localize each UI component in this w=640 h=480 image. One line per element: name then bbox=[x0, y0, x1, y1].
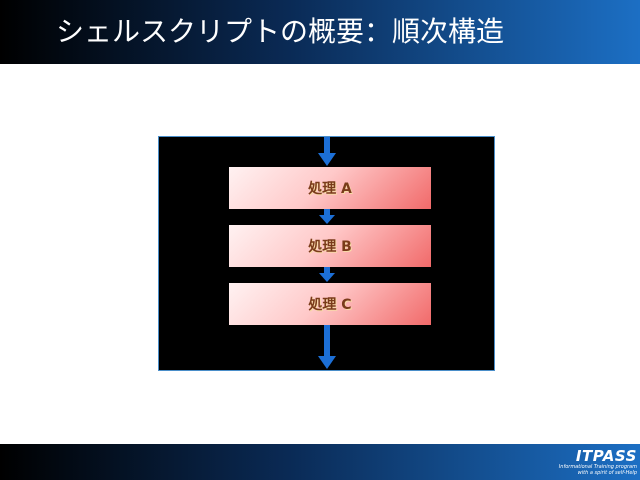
arrow-down-icon bbox=[319, 209, 335, 224]
process-step-label: 処理 C bbox=[308, 297, 352, 313]
process-step-label: 処理 B bbox=[308, 239, 352, 255]
process-step-b: 処理 B bbox=[229, 225, 431, 267]
slide-title: シェルスクリプトの概要：順次構造 bbox=[56, 15, 505, 48]
arrow-down-icon bbox=[318, 325, 336, 369]
arrow-down-icon bbox=[318, 137, 336, 166]
itpass-logo: ITPASS Informational Training program wi… bbox=[559, 448, 637, 476]
brand-tagline-1: Informational Training program bbox=[558, 464, 637, 470]
footer-bar bbox=[0, 444, 640, 480]
header-bar bbox=[0, 0, 640, 64]
flow-diagram: 処理 A 処理 B 処理 C bbox=[158, 136, 495, 371]
arrow-down-icon bbox=[319, 267, 335, 282]
process-step-c: 処理 C bbox=[229, 283, 431, 325]
brand-name: ITPASS bbox=[575, 447, 637, 465]
process-step-a: 処理 A bbox=[229, 167, 431, 209]
brand-tagline-2: with a spirit of self-Help bbox=[577, 470, 637, 476]
process-step-label: 処理 A bbox=[308, 181, 352, 197]
